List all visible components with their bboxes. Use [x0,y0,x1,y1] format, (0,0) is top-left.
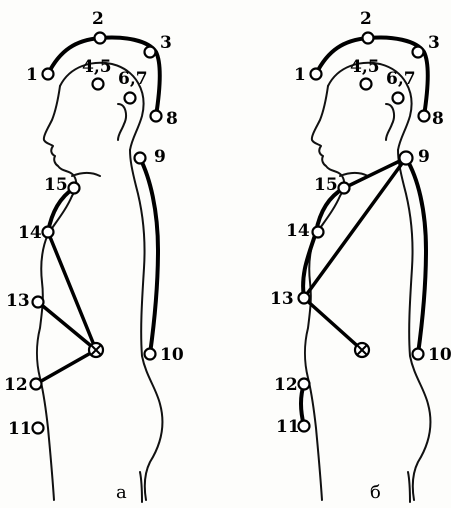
panel-a-electrode-14 [43,227,54,238]
panel-a-electrode-2 [95,33,106,44]
panel-a-electrode-13 [33,297,44,308]
panel-b-electrode-14 [313,227,324,238]
panel-a-label-3: 3 [160,33,172,53]
panel-a-electrode-4-5 [93,79,104,90]
panel-b-electrode-10 [413,349,424,360]
panel-b-hip-line [408,472,410,502]
panel-b-electrode-3 [413,47,424,58]
panel-a-label-6-7: 6,7 [118,69,148,89]
panel-a-label-12: 12 [4,375,28,395]
panel-b-caption: б [370,482,381,503]
panel-a-electrode-1 [43,69,54,80]
panel-b-electrode-1 [311,69,322,80]
panel-a-label-14: 14 [18,223,42,243]
panel-a-front-torso [37,196,72,500]
panel-a-label-11: 11 [8,419,32,439]
panel-b-label-13: 13 [270,289,294,309]
panel-b-electrode-4-5 [361,79,372,90]
panel-b-ear [386,104,394,140]
panel-a-hip-line [140,472,142,502]
panel-b-label-4-5: 4,5 [350,57,380,77]
panel-b-back-torso [398,150,430,500]
panel-b-electrode-11 [299,421,310,432]
panel-b-electrode-6-7 [393,93,404,104]
panel-a-back-lead [140,158,158,354]
panel-a-label-8: 8 [166,109,178,129]
panel-b-electrode-8 [419,111,430,122]
panel-b-label-15: 15 [314,175,338,195]
panel-a-label-15: 15 [44,175,68,195]
panel-b-electrode-2 [363,33,374,44]
panel-a-label-13: 13 [6,291,30,311]
panel-a-center-electrode [89,343,103,357]
panel-b-neck [340,173,368,176]
panel-a-caption: а [116,482,127,503]
panel-a-electrode-6-7 [125,93,136,104]
panel-b-label-6-7: 6,7 [386,69,416,89]
panel-b-label-9: 9 [418,147,430,167]
panel-a-label-4-5: 4,5 [82,57,112,77]
panel-a-label-1: 1 [26,65,38,85]
panel-a-electrode-15 [69,183,80,194]
panel-b-label-2: 2 [360,9,372,29]
panel-a-label-2: 2 [92,9,104,29]
panel-a-electrode-8 [151,111,162,122]
panel-b-electrode-15 [339,183,350,194]
panel-a: 1 2 3 4,5 6,7 8 9 10 11 12 13 14 15 а [4,9,184,503]
panel-b-label-11: 11 [276,417,300,437]
panel-a-lead-12-center [36,350,96,384]
panel-a-electrode-3 [145,47,156,58]
panel-a-label-10: 10 [160,345,184,365]
panel-b-lead-13-center [304,298,362,350]
panel-b-label-10: 10 [428,345,451,365]
panel-a-ear [118,104,126,140]
panel-b-label-12: 12 [274,375,298,395]
panel-a-electrode-10 [145,349,156,360]
panel-b-label-8: 8 [432,109,444,129]
panel-b: 1 2 3 4,5 6,7 8 9 10 11 12 13 14 15 б [270,9,451,503]
panel-b-label-1: 1 [294,65,306,85]
panel-a-back-torso [130,150,162,500]
panel-a-label-9: 9 [154,147,166,167]
panel-a-electrode-11 [33,423,44,434]
panel-b-electrode-9 [400,152,413,165]
panel-a-electrode-12 [31,379,42,390]
panel-a-neck [72,173,100,176]
panel-b-label-3: 3 [428,33,440,53]
panel-b-center-electrode [355,343,369,357]
panel-b-front-torso [305,196,340,500]
panel-a-electrode-9 [135,153,146,164]
panel-b-electrode-13 [299,293,310,304]
panel-b-label-14: 14 [286,221,310,241]
panel-b-electrode-12 [299,379,310,390]
